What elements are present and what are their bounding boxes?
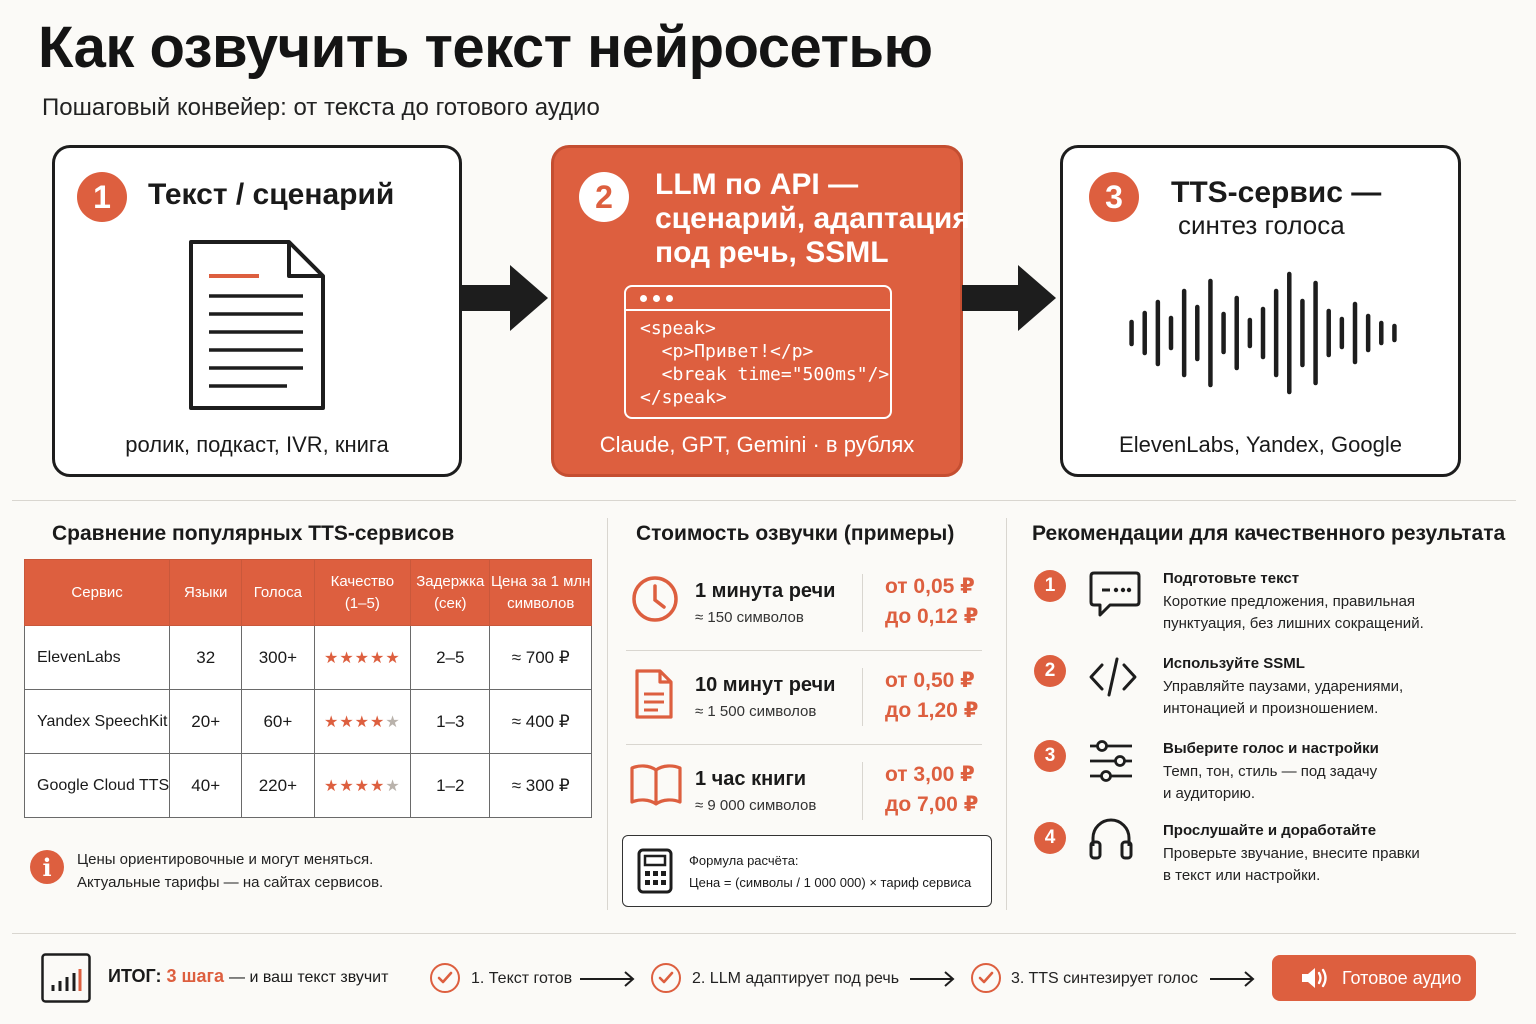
step-card-llm: 2 LLM по API — сценарий, адаптация под р…	[551, 145, 970, 477]
cell-languages: 40+	[169, 753, 243, 818]
price-note: Цены ориентировочные и могут меняться. А…	[77, 851, 384, 891]
step-title: TTS-сервис —	[1171, 176, 1382, 209]
divider	[607, 518, 608, 910]
step-number: 1	[77, 172, 127, 222]
rating-stars-icon: ★★★★★	[323, 713, 401, 731]
step-footer: Claude, GPT, Gemini · в рублях	[599, 432, 915, 457]
summary-step: 2. LLM адаптирует под речь	[692, 970, 900, 987]
window-dots	[626, 287, 890, 311]
cell-quality: ★★★★★	[313, 625, 412, 690]
divider	[12, 500, 1516, 501]
chat-icon	[1089, 571, 1141, 617]
rating-stars-icon: ★★★★★	[323, 649, 401, 667]
formula-box: Формула расчёта: Цена = (символы / 1 000…	[622, 835, 992, 907]
step-number: 3	[1089, 172, 1139, 222]
chart-icon	[41, 953, 91, 1003]
info-icon: i	[30, 850, 64, 884]
recommendation-item: 1 Подготовьте текст Короткие предложения…	[1032, 568, 1512, 638]
clock-icon	[632, 576, 678, 622]
check-icon	[651, 963, 681, 993]
document-icon	[189, 240, 325, 410]
speaker-icon	[1302, 968, 1327, 988]
arrow-right-icon	[460, 265, 548, 331]
cell-languages: 20+	[169, 689, 243, 754]
ready-audio-label: Готовое аудио	[1342, 967, 1462, 988]
step-footer: ролик, подкаст, IVR, книга	[125, 432, 389, 457]
step-title: LLM по API — сценарий, адаптация под реч…	[655, 168, 970, 269]
formula-text: Цена = (символы / 1 000 000) × тариф сер…	[689, 875, 972, 890]
cell-service: Google Cloud TTS	[23, 753, 171, 818]
cell-latency: 2–5	[410, 625, 491, 690]
comparison-title: Сравнение популярных TTS-сервисов	[52, 522, 455, 545]
file-icon	[635, 669, 673, 719]
divider	[12, 933, 1516, 934]
step-card-text: 1 Текст / сценарий ролик, подкаст, IVR, …	[52, 145, 462, 477]
page-title: Как озвучить текст нейросетью	[38, 15, 933, 80]
check-icon	[430, 963, 460, 993]
page-subtitle: Пошаговый конвейер: от текста до готовог…	[42, 94, 600, 121]
cell-latency: 1–2	[410, 753, 491, 818]
ssml-code: <speak> <p>Привет!</p> <break time="500m…	[640, 318, 890, 408]
code-window-icon: <speak> <p>Привет!</p> <break time="500m…	[624, 285, 892, 419]
cell-price: ≈ 300 ₽	[489, 753, 592, 818]
comparison-table: Сервис Языки Голоса Качество(1–5) Задерж…	[23, 559, 592, 818]
arrow-right-icon	[962, 265, 1056, 331]
summary-step: 1. Текст готов	[471, 970, 573, 987]
recommendation-item: 3 Выберите голос и настройки Темп, тон, …	[1032, 738, 1512, 808]
recommendation-item: 4 Прослушайте и доработайте Проверьте зв…	[1032, 818, 1512, 890]
cell-latency: 1–3	[410, 689, 491, 754]
step-title: Текст / сценарий	[148, 178, 395, 211]
ready-audio-button[interactable]: Готовое аудио	[1272, 955, 1476, 1001]
recommendation-item: 2 Используйте SSML Управляйте паузами, у…	[1032, 653, 1512, 723]
cell-price: ≈ 700 ₽	[489, 625, 592, 690]
cell-service: ElevenLabs	[23, 625, 171, 690]
headphones-icon	[1089, 818, 1133, 860]
cell-price: ≈ 400 ₽	[489, 689, 592, 754]
waveform-icon	[1129, 271, 1397, 395]
cost-item: 1 минута речи ≈ 150 символов от 0,05 ₽ д…	[626, 556, 982, 648]
cost-item: 1 час книги ≈ 9 000 символов от 3,00 ₽ д…	[626, 744, 982, 836]
arrow-right-icon	[580, 971, 635, 987]
cell-quality: ★★★★★	[313, 753, 412, 818]
book-icon	[630, 764, 682, 806]
recommendations-title: Рекомендации для качественного результат…	[1032, 522, 1506, 545]
sliders-icon	[1090, 740, 1132, 782]
rating-stars-icon: ★★★★★	[323, 777, 401, 795]
step-footer: ElevenLabs, Yandex, Google	[1119, 432, 1402, 457]
summary-step: 3. TTS синтезирует голос	[1011, 970, 1199, 987]
table-header-row: Сервис Языки Голоса Качество(1–5) Задерж…	[23, 559, 592, 626]
step-card-tts: 3 TTS-сервис — синтез голоса ElevenLabs,…	[1060, 145, 1461, 477]
header-latency: Задержка(сек)	[410, 559, 491, 626]
header-voices: Голоса	[241, 559, 315, 626]
cell-languages: 32	[169, 625, 243, 690]
header-languages: Языки	[169, 559, 243, 626]
cost-item: 10 минут речи ≈ 1 500 символов от 0,50 ₽…	[626, 650, 982, 742]
summary-text: ИТОГ: 3 шага — и ваш текст звучит	[108, 966, 389, 986]
step-title-sub: синтез голоса	[1178, 210, 1345, 240]
arrow-right-icon	[1210, 971, 1255, 987]
divider	[1006, 518, 1007, 910]
cost-title: Стоимость озвучки (примеры)	[636, 522, 955, 545]
header-quality: Качество(1–5)	[313, 559, 412, 626]
header-service: Сервис	[23, 559, 171, 626]
cell-voices: 220+	[241, 753, 315, 818]
cell-voices: 60+	[241, 689, 315, 754]
step-number: 2	[579, 172, 629, 222]
check-icon	[971, 963, 1001, 993]
calculator-icon	[637, 848, 673, 894]
arrow-right-icon	[910, 971, 955, 987]
cell-service: Yandex SpeechKit	[23, 689, 171, 754]
code-icon	[1089, 657, 1137, 697]
cell-voices: 300+	[241, 625, 315, 690]
formula-label: Формула расчёта:	[689, 853, 799, 868]
cell-quality: ★★★★★	[313, 689, 412, 754]
